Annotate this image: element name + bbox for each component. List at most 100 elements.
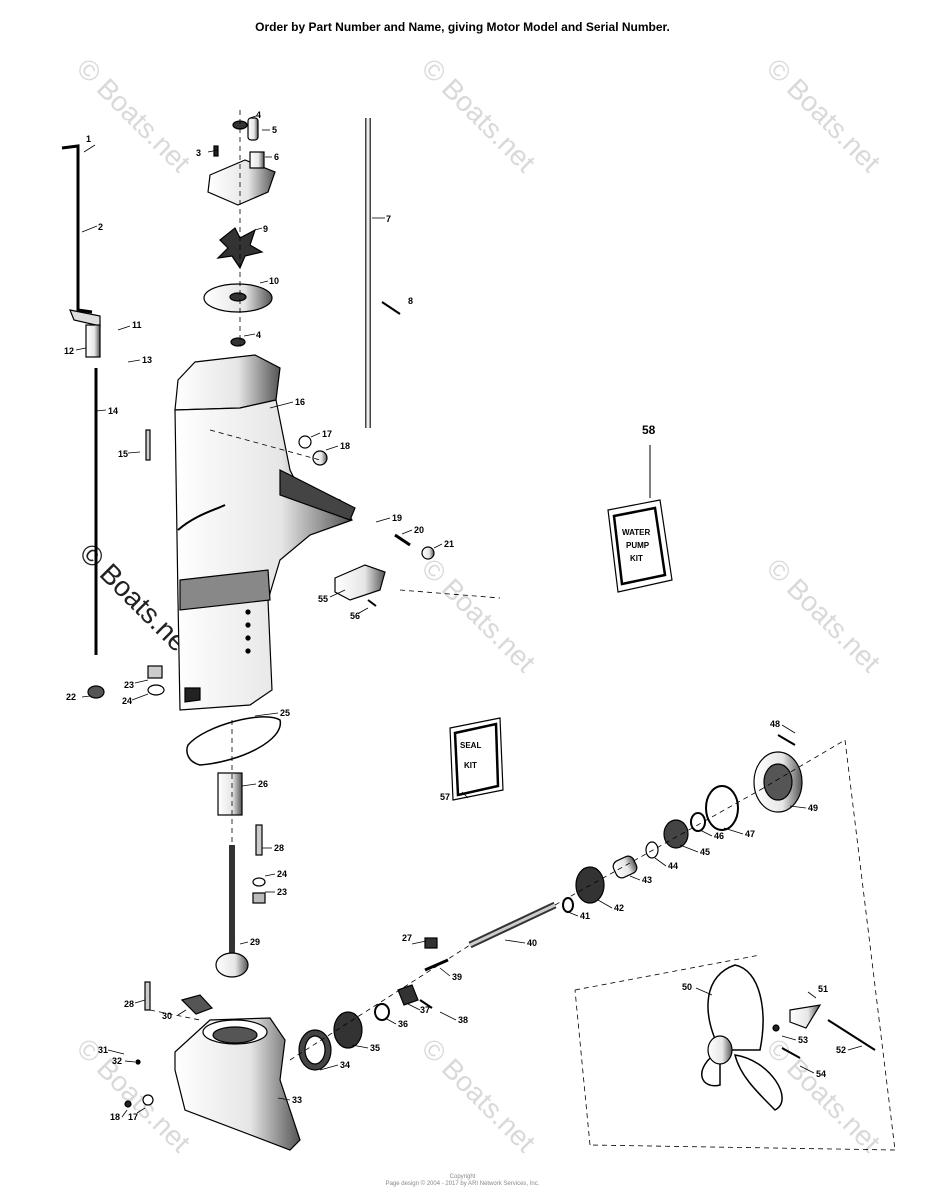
part-number: 39 xyxy=(452,972,462,982)
part-number: 50 xyxy=(682,982,692,992)
footer-design-credit: Page design © 2004 - 2017 by ARI Network… xyxy=(385,1181,540,1187)
part-number: 18 xyxy=(110,1112,120,1122)
part-number: 4 xyxy=(256,330,261,340)
part-number: 47 xyxy=(745,829,755,839)
part-number: 53 xyxy=(798,1035,808,1045)
grommet xyxy=(87,685,105,699)
part-number: 43 xyxy=(642,875,652,885)
screw xyxy=(777,734,796,746)
part-number: 4 xyxy=(256,110,261,120)
part-number: 54 xyxy=(816,1069,826,1079)
cotter-pin xyxy=(827,1019,876,1051)
part-number: 5 xyxy=(272,125,277,135)
part-number: 6 xyxy=(274,152,279,162)
part-number: 31 xyxy=(98,1045,108,1055)
watermark: © Boats.net xyxy=(761,552,887,678)
shift-rod-connector xyxy=(69,309,101,327)
part-number: 15 xyxy=(118,449,128,459)
pin xyxy=(419,999,433,1009)
part-number: 28 xyxy=(274,843,284,853)
part-number: 46 xyxy=(714,831,724,841)
part-number: 34 xyxy=(340,1060,350,1070)
part-number: 23 xyxy=(124,680,134,690)
svg-text:KIT: KIT xyxy=(464,761,477,770)
nut xyxy=(147,665,163,679)
screw xyxy=(124,1100,132,1108)
part-number: 18 xyxy=(340,441,350,451)
watermark: © Boats.net xyxy=(416,52,542,178)
part-number: 48 xyxy=(770,719,780,729)
part-number: 16 xyxy=(295,397,305,407)
part-number: 33 xyxy=(292,1095,302,1105)
part-number: 44 xyxy=(668,861,678,871)
part-number: 7 xyxy=(386,214,391,224)
pin xyxy=(381,301,401,315)
anti-ventilation-plate xyxy=(279,469,356,521)
part-labels: 1 2 3 4 5 6 7 8 9 10 4 11 12 13 14 15 16… xyxy=(64,110,846,1122)
part-number: 24 xyxy=(122,696,132,706)
detent xyxy=(424,937,438,949)
part-number: 28 xyxy=(124,999,134,1009)
seal xyxy=(690,812,706,832)
nut xyxy=(252,892,266,904)
part-number: 11 xyxy=(132,320,142,330)
part-number: 45 xyxy=(700,847,710,857)
bearing xyxy=(612,855,638,879)
part-number: 19 xyxy=(392,513,402,523)
part-number: 32 xyxy=(112,1056,122,1066)
watermark: © Boats.net xyxy=(416,1032,542,1158)
footer-copyright: Copyright xyxy=(449,1174,476,1180)
pin xyxy=(144,981,151,1011)
washer xyxy=(645,841,659,859)
shift-rod-coupler xyxy=(85,324,101,358)
part-number: 37 xyxy=(420,1005,430,1015)
part-number: 23 xyxy=(277,887,287,897)
pin xyxy=(781,1047,801,1059)
part-number: 1 xyxy=(86,134,91,144)
footer: Copyright Page design © 2004 - 2017 by A… xyxy=(0,1174,925,1188)
part-number: 2 xyxy=(98,222,103,232)
washer xyxy=(772,1024,780,1032)
plug xyxy=(421,546,435,560)
part-number: 12 xyxy=(64,346,74,356)
part-number: 17 xyxy=(128,1112,138,1122)
part-number: 9 xyxy=(263,224,268,234)
part-number: 20 xyxy=(414,525,424,535)
seal-kit-box: SEAL KIT xyxy=(449,717,504,801)
watermark: © Boats.net xyxy=(71,52,197,178)
o-ring xyxy=(705,785,739,831)
exhaust-housing-top xyxy=(174,354,281,411)
part-number: 17 xyxy=(322,429,332,439)
part-number: 57 xyxy=(440,792,450,802)
part-number: 41 xyxy=(580,911,590,921)
driveshaft-pinion xyxy=(215,952,249,978)
washer xyxy=(298,435,312,449)
part-number: 58 xyxy=(642,423,656,437)
water-tube-grommet xyxy=(247,117,259,141)
part-number: 49 xyxy=(808,803,818,813)
screw xyxy=(145,429,151,461)
screw xyxy=(135,1059,141,1065)
part-number: 56 xyxy=(350,611,360,621)
part-number: 35 xyxy=(370,1043,380,1053)
shift-cam xyxy=(180,994,214,1015)
washer xyxy=(147,684,165,696)
part-number: 3 xyxy=(196,148,201,158)
bearing xyxy=(663,819,689,849)
part-number: 14 xyxy=(108,406,118,416)
part-number: 26 xyxy=(258,779,268,789)
part-number: 51 xyxy=(818,984,828,994)
part-number: 21 xyxy=(444,539,454,549)
watermark: © Boats.net xyxy=(416,552,542,678)
part-number: 36 xyxy=(398,1019,408,1029)
part-number: 27 xyxy=(402,933,412,943)
shift-rod-upper xyxy=(61,144,93,314)
washer xyxy=(252,877,266,887)
thrust-washer xyxy=(374,1003,390,1021)
watermark: © Boats.net xyxy=(761,52,887,178)
part-number: 52 xyxy=(836,1045,846,1055)
screw xyxy=(312,450,328,466)
part-number: 55 xyxy=(318,594,328,604)
pin xyxy=(255,824,263,856)
